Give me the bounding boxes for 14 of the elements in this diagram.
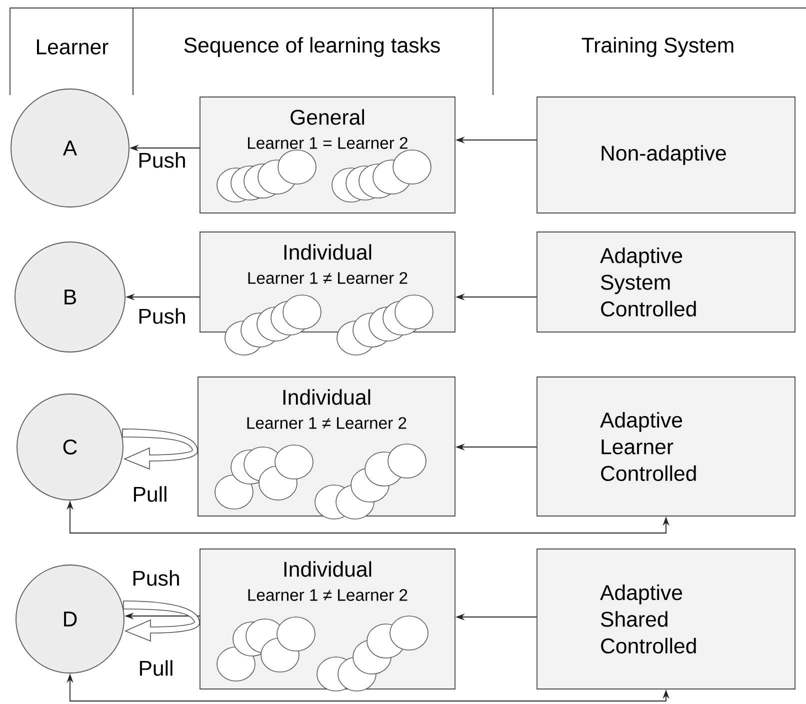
column-heading: Training System: [582, 37, 734, 57]
system-box: Non-adaptive: [536, 96, 796, 214]
hollow-arrow: [122, 428, 198, 470]
system-box: Adaptive System Controlled: [536, 232, 796, 332]
edge-label: Pull: [136, 658, 176, 678]
hollow-arrow: [123, 600, 200, 642]
edge-label: Push: [136, 150, 188, 170]
system-box: Adaptive Shared Controlled: [536, 548, 796, 690]
column-heading: Sequence of learning tasks: [184, 37, 440, 57]
edge-label: Push: [136, 306, 188, 326]
edge-label: Push: [130, 568, 182, 588]
system-box: Adaptive Learner Controlled: [536, 376, 796, 516]
edge-label: Pull: [130, 484, 170, 504]
column-heading: Learner: [37, 40, 108, 54]
